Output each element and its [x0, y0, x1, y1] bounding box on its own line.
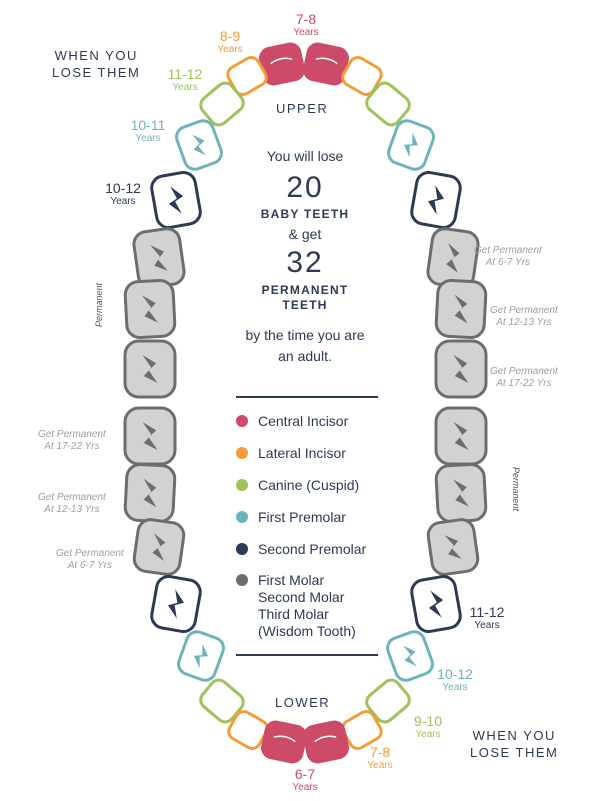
when-you-lose-them-top: WHEN YOU LOSE THEM — [52, 48, 141, 80]
divider-top — [236, 396, 378, 398]
upper-first-premolar-right — [387, 119, 435, 171]
lower-third-molar-left — [123, 406, 177, 466]
legend-item: First Premolar — [236, 509, 346, 526]
legend-swatch — [236, 574, 248, 586]
legend-swatch — [236, 447, 248, 459]
center-line-2: BABY TEETH — [260, 207, 350, 221]
upper-third-molar-right — [434, 339, 488, 399]
age-label-upper-central: 7-8 Years — [293, 11, 319, 38]
legend-label: First Premolar — [258, 509, 346, 525]
legend-item: Central Incisor — [236, 413, 348, 430]
age-label-lower-central: 6-7 Years — [292, 766, 318, 793]
get-permanent-upper-3: Get Permanent At 17-22 Yrs — [490, 366, 558, 389]
upper-third-molar-left — [123, 339, 177, 399]
upper-first-molar-right — [426, 227, 480, 289]
center-number-32: 32 — [286, 246, 324, 279]
permanent-label-left: Permanent — [94, 282, 105, 328]
legend-label: First Molar Second Molar Third Molar (Wi… — [258, 572, 356, 639]
lower-canine-right — [365, 678, 411, 724]
legend-label: Lateral Incisor — [258, 445, 346, 461]
permanent-label-right: Permanent — [511, 466, 522, 512]
age-label-lower-first-premolar: 10-12 Years — [437, 666, 473, 693]
age-label-upper-second-premolar: 10-12 Years — [105, 180, 141, 207]
upper-first-premolar-left — [175, 119, 223, 171]
legend-item: First Molar Second Molar Third Molar (Wi… — [236, 572, 356, 640]
when-you-lose-them-bottom: WHEN YOU LOSE THEM — [470, 728, 559, 760]
get-permanent-upper-2: Get Permanent At 12-13 Yrs — [490, 305, 558, 328]
lower-second-premolar-right — [410, 574, 462, 634]
age-label-lower-lateral: 7-8 Years — [367, 744, 393, 771]
lower-lateral-incisor-left — [227, 710, 269, 750]
lower-first-premolar-left — [177, 630, 225, 682]
lower-second-premolar-left — [150, 574, 202, 634]
center-line-3: & get — [288, 226, 322, 242]
lower-label: LOWER — [275, 695, 331, 710]
upper-second-premolar-left — [150, 170, 202, 230]
get-permanent-lower-1: Get Permanent At 17-22 Yrs — [38, 429, 106, 452]
age-label-lower-canine: 9-10 Years — [413, 713, 443, 740]
center-line-4: PERMANENT TEETH — [261, 283, 349, 312]
lower-second-molar-right — [434, 462, 488, 524]
legend-swatch — [236, 511, 248, 523]
center-line-1: You will lose — [266, 148, 344, 164]
legend-swatch — [236, 479, 248, 491]
legend-label: Canine (Cuspid) — [258, 477, 360, 493]
center-line-5: by the time you are an adult. — [245, 327, 365, 364]
legend-item: Canine (Cuspid) — [236, 477, 359, 494]
legend-label: Central Incisor — [258, 413, 349, 429]
legend-label: Second Premolar — [258, 541, 367, 557]
lower-canine-left — [199, 678, 245, 724]
age-label-upper-lateral: 8-9 Years — [217, 28, 243, 55]
legend-item: Lateral Incisor — [236, 445, 346, 462]
divider-bottom — [236, 654, 378, 656]
upper-lateral-incisor-right — [341, 56, 383, 96]
legend-swatch — [236, 415, 248, 427]
upper-second-premolar-right — [410, 170, 462, 230]
get-permanent-lower-3: Get Permanent At 6-7 Yrs — [56, 548, 124, 571]
lower-central-incisor-right — [303, 720, 349, 764]
age-label-upper-canine: 11-12 Years — [167, 66, 203, 93]
lower-central-incisor-left — [261, 720, 307, 764]
lower-lateral-incisor-right — [341, 710, 383, 750]
upper-second-molar-right — [434, 278, 488, 340]
lower-first-premolar-right — [386, 630, 434, 682]
age-label-lower-second-premolar: 11-12 Years — [469, 604, 505, 631]
upper-canine-right — [365, 81, 411, 127]
legend-item: Second Premolar — [236, 541, 366, 558]
age-label-upper-first-premolar: 10-11 Years — [130, 117, 166, 144]
lower-third-molar-right — [434, 406, 488, 466]
upper-label: UPPER — [276, 101, 329, 116]
upper-second-molar-left — [123, 278, 177, 340]
legend-swatch — [236, 543, 248, 555]
lower-first-molar-left — [132, 518, 186, 576]
lower-second-molar-left — [123, 462, 177, 524]
get-permanent-upper-1: Get Permanent At 6-7 Yrs — [474, 245, 542, 268]
upper-canine-left — [199, 81, 245, 127]
center-number-20: 20 — [286, 171, 324, 204]
lower-first-molar-right — [426, 518, 480, 576]
get-permanent-lower-2: Get Permanent At 12-13 Yrs — [38, 492, 106, 515]
